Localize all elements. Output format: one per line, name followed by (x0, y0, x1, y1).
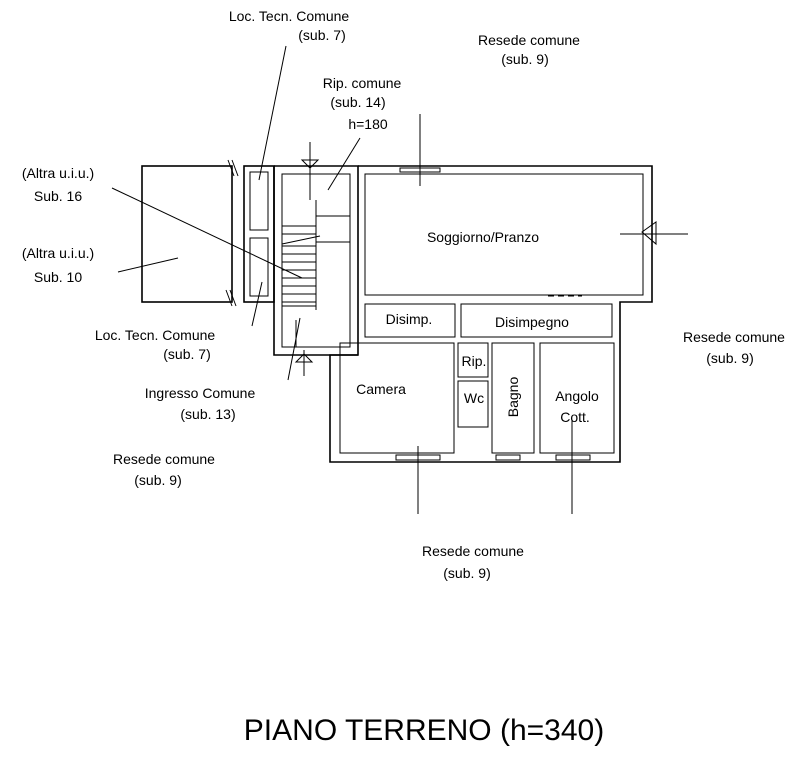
room-bagno: Bagno (505, 377, 521, 418)
label-altra-16: (Altra u.i.u.) (22, 165, 94, 181)
label-resede-bottom: Resede comune (422, 543, 524, 559)
label-resede-right-sub: (sub. 9) (706, 350, 753, 366)
label-resede-left-sub: (sub. 9) (134, 472, 181, 488)
label-loc-tecn-top: Loc. Tecn. Comune (229, 8, 350, 24)
label-altra-10: (Altra u.i.u.) (22, 245, 94, 261)
disimpegno-room (460, 303, 613, 338)
labels: Loc. Tecn. Comune (sub. 7) Resede comune… (22, 8, 785, 747)
room-angolo: Angolo (555, 388, 599, 404)
room-camera: Camera (356, 381, 406, 397)
loc-tecn-top-room (249, 171, 269, 231)
loc-tecn-column (243, 165, 275, 303)
altra-uiu-room (141, 165, 233, 303)
window-symbol (495, 454, 521, 461)
window-symbol (555, 454, 591, 461)
label-rip-comune-sub: (sub. 14) (330, 94, 385, 110)
room-angolo-cott: Cott. (560, 409, 590, 425)
label-resede-top-sub: (sub. 9) (501, 51, 548, 67)
openings (225, 159, 657, 461)
room-soggiorno: Soggiorno/Pranzo (427, 229, 539, 245)
label-rip-comune: Rip. comune (323, 75, 402, 91)
label-resede-bottom-sub: (sub. 9) (443, 565, 490, 581)
room-disimp: Disimp. (386, 311, 433, 327)
stairs (281, 200, 351, 347)
room-rip: Rip. (462, 353, 487, 369)
loc-tecn-bottom-room (249, 237, 269, 297)
door-symbol (641, 221, 657, 246)
leader-lines (111, 45, 688, 514)
camera-room (339, 342, 455, 454)
label-loc-tecn-bottom-sub: (sub. 7) (163, 346, 210, 362)
bagno-room (491, 342, 535, 454)
disimp-room (364, 303, 456, 338)
rip-room (457, 342, 489, 378)
label-loc-tecn-bottom: Loc. Tecn. Comune (95, 327, 216, 343)
rip-comune-niche (315, 215, 351, 243)
label-ingresso-sub: (sub. 13) (180, 406, 235, 422)
label-rip-comune-h: h=180 (348, 116, 388, 132)
label-resede-left: Resede comune (113, 451, 215, 467)
label-loc-tecn-top-sub: (sub. 7) (298, 27, 345, 43)
apartment-outline (329, 165, 653, 463)
room-wc: Wc (464, 390, 484, 406)
label-altra-10-sub: Sub. 10 (34, 269, 82, 285)
wc-room (457, 380, 489, 428)
plan-title: PIANO TERRENO (h=340) (244, 714, 604, 747)
label-ingresso: Ingresso Comune (145, 385, 256, 401)
stair-flight (281, 245, 317, 307)
label-altra-16-sub: Sub. 16 (34, 188, 82, 204)
label-resede-top: Resede comune (478, 32, 580, 48)
label-resede-right: Resede comune (683, 329, 785, 345)
angolo-cottura-room (539, 342, 615, 454)
room-disimpegno: Disimpegno (495, 314, 569, 330)
